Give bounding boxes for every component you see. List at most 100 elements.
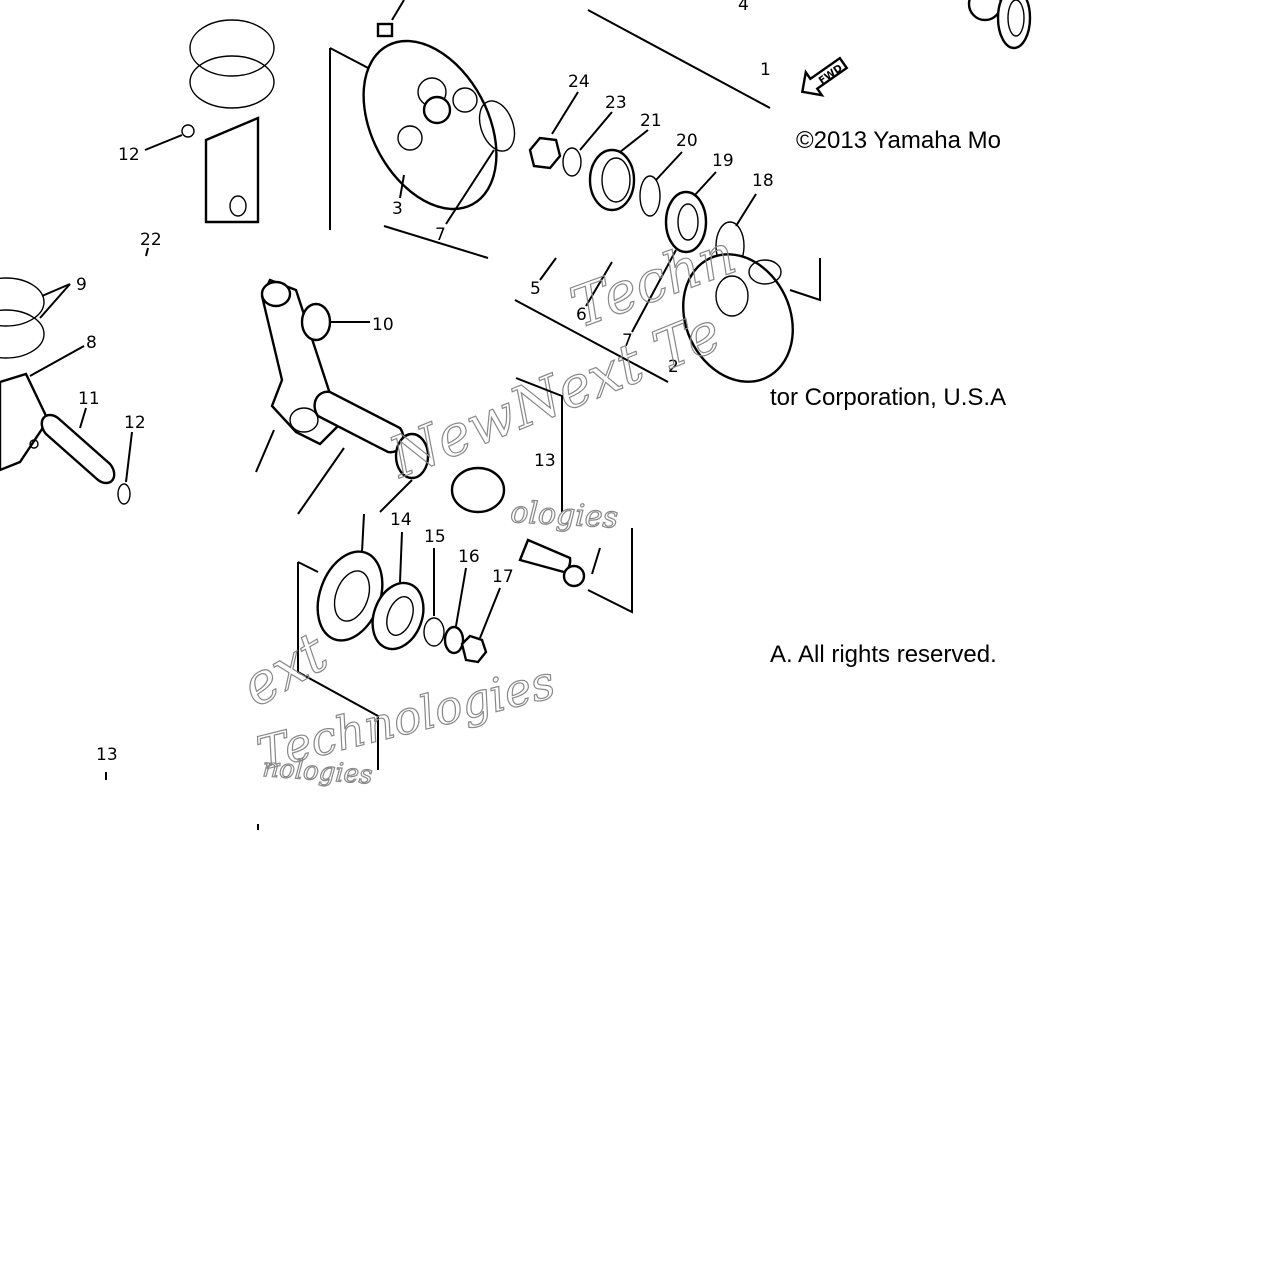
callout-19: 19	[712, 151, 734, 171]
leader-line	[39, 283, 71, 319]
callout-17: 17	[492, 567, 514, 587]
leader-line	[399, 174, 405, 199]
callout-22: 22	[140, 230, 162, 250]
lockwasher-part	[562, 147, 582, 177]
callout-7b: 7	[622, 331, 633, 351]
callout-16: 16	[458, 547, 480, 567]
callout-11: 11	[78, 389, 100, 409]
copyright-line-2: tor Corporation, U.S.A	[770, 384, 1006, 411]
piston-pin-hole	[229, 195, 247, 217]
gear-bore	[601, 157, 631, 203]
tile-piston-bottom: 9 8 11 12	[0, 275, 146, 505]
callout-4: 4	[738, 0, 749, 15]
leader-line	[735, 193, 757, 227]
leader-line	[585, 261, 613, 307]
bracket-line	[789, 258, 821, 302]
callout-20: 20	[676, 131, 698, 151]
leader-line	[125, 431, 133, 483]
bearing-part	[996, 0, 1032, 50]
callout-9: 9	[76, 275, 87, 295]
leader-line	[79, 407, 87, 429]
copyright-line-3: A. All rights reserved.	[770, 641, 997, 668]
callout-8: 8	[86, 333, 97, 353]
bracket-line	[329, 47, 373, 71]
leader-line	[655, 151, 683, 181]
rod-small-end	[260, 280, 292, 308]
callout-6: 6	[576, 305, 587, 325]
leader-line	[455, 567, 467, 627]
bracket-line	[383, 225, 489, 259]
callout-14: 14	[390, 510, 412, 530]
bracket-line	[515, 377, 563, 512]
rod-big-end	[289, 407, 319, 433]
bracket-line	[297, 561, 319, 573]
seal-bore	[386, 596, 414, 636]
leader-line	[145, 247, 149, 257]
big-end-bearing-part	[394, 432, 430, 480]
callout-23: 23	[605, 93, 627, 113]
leader-line	[479, 587, 501, 639]
crank-wheel-part	[362, 39, 498, 211]
bracket-line	[587, 9, 771, 109]
leader-line	[551, 91, 579, 135]
washer-part	[478, 100, 516, 152]
callout-15: 15	[424, 527, 446, 547]
callout-1: 1	[760, 60, 771, 80]
watermark: ext	[231, 620, 339, 720]
leader-line	[693, 171, 717, 197]
piston-part	[0, 372, 50, 472]
copyright-line-1: ©2013 Yamaha Mo	[796, 127, 1001, 154]
crank-wheel-2-part	[682, 253, 794, 383]
callout-24: 24	[568, 72, 590, 92]
callout-13: 13	[534, 451, 556, 471]
fwd-arrow-icon: FWD	[800, 56, 849, 97]
bearing-bore	[1007, 0, 1025, 37]
piston-ring-part	[0, 309, 45, 359]
circlip-part	[117, 483, 131, 505]
needle-bearing-part	[300, 302, 332, 342]
leader-line	[391, 0, 405, 21]
crank-half-part	[450, 466, 506, 514]
watermark: ologies	[510, 495, 619, 536]
callout-7a: 7	[435, 225, 446, 245]
leader-line	[41, 283, 71, 297]
piston-pin-part	[40, 413, 116, 485]
crankshaft-end	[562, 564, 586, 588]
bearing-bore	[333, 570, 371, 622]
oil-seal-part	[664, 190, 708, 254]
bracket-line	[514, 299, 669, 383]
wheel-hole	[748, 259, 782, 285]
oring-part	[639, 175, 661, 217]
leader-line	[579, 111, 613, 151]
seal-bore	[677, 203, 699, 241]
callout-13b: 13	[96, 745, 118, 765]
tile-crank-wheel: 3 7	[329, 0, 516, 259]
callout-5: 5	[530, 279, 541, 299]
piston-ring-part	[0, 277, 45, 327]
leader-line	[144, 134, 183, 151]
piston-ring-part	[189, 55, 275, 109]
bracket-line	[587, 528, 633, 614]
nut-part	[460, 634, 488, 664]
tile-piston-top: 12 22	[118, 19, 275, 257]
collar-part	[423, 617, 445, 647]
tile-bearings: 14 15 16 17 ext Technologies nologies	[230, 510, 633, 791]
leader-line	[29, 345, 85, 377]
piston-ring-part	[189, 19, 275, 77]
nut-part	[528, 136, 562, 170]
wheel-hole	[715, 275, 749, 317]
leader-line	[445, 149, 495, 225]
callout-21: 21	[640, 111, 662, 131]
leader-line	[361, 513, 365, 553]
callout-3: 3	[392, 199, 403, 219]
leader-line	[255, 429, 275, 473]
leader-line	[631, 249, 677, 333]
circlip-part	[181, 124, 195, 138]
callout-12: 12	[118, 145, 140, 165]
callout-10: 10	[372, 315, 394, 335]
lockwasher-part	[443, 625, 465, 655]
callout-2: 2	[668, 357, 679, 377]
wheel-hub	[422, 95, 452, 125]
circlip-part	[29, 439, 39, 449]
